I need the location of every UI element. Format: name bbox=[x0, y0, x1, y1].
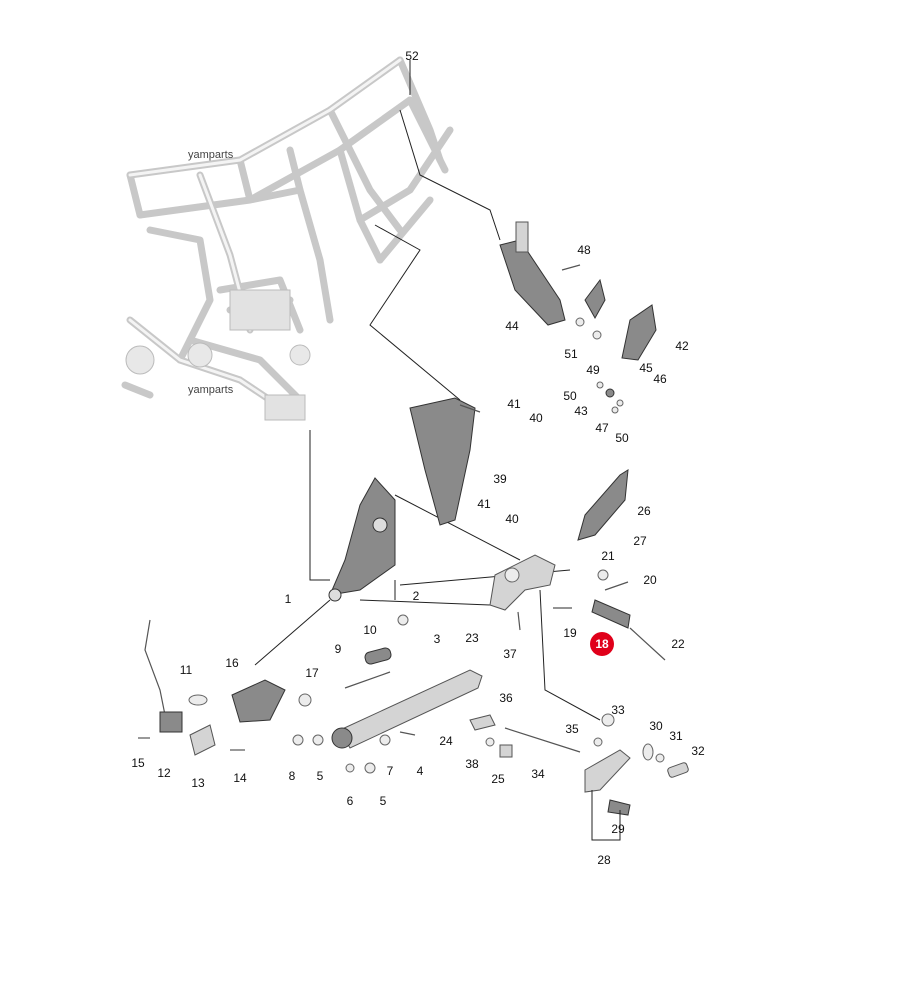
rear-footrest-bracket-44 bbox=[499, 221, 566, 326]
footrest-bracket-1 bbox=[328, 477, 396, 602]
callout-37: 37 bbox=[503, 647, 517, 661]
callout-29: 29 bbox=[611, 822, 625, 836]
rear-footrest-42 bbox=[621, 304, 657, 361]
callout-13: 13 bbox=[191, 776, 205, 790]
callout-4: 4 bbox=[417, 764, 424, 778]
callout-7: 7 bbox=[387, 764, 394, 778]
connection-lines bbox=[254, 60, 601, 721]
watermark: yamparts bbox=[188, 384, 234, 396]
callout-45: 45 bbox=[639, 361, 653, 375]
callout-28: 28 bbox=[597, 853, 611, 867]
callout-48: 48 bbox=[577, 243, 591, 257]
callout-34: 34 bbox=[531, 767, 545, 781]
spring-9-10 bbox=[344, 647, 392, 689]
callout-19: 19 bbox=[563, 626, 577, 640]
highlight-marker bbox=[590, 632, 614, 656]
shift-linkage-group bbox=[469, 713, 689, 841]
callout-5: 5 bbox=[317, 769, 324, 783]
callout-50: 50 bbox=[615, 431, 629, 445]
callout-30: 30 bbox=[649, 719, 663, 733]
callout-1: 1 bbox=[285, 592, 292, 606]
callout-41: 41 bbox=[507, 397, 521, 411]
callout-36: 36 bbox=[499, 691, 513, 705]
highlight-badge-18: 18 bbox=[590, 632, 614, 656]
callout-22: 22 bbox=[671, 637, 685, 651]
callout-51: 51 bbox=[564, 347, 578, 361]
callout-43: 43 bbox=[574, 404, 588, 418]
watermark: yamparts bbox=[188, 149, 234, 161]
callout-40: 40 bbox=[529, 411, 543, 425]
small-hardware-group-rear bbox=[561, 264, 624, 414]
callout-40: 40 bbox=[505, 512, 519, 526]
callout-23: 23 bbox=[465, 631, 479, 645]
callout-14: 14 bbox=[233, 771, 247, 785]
callout-25: 25 bbox=[491, 772, 505, 786]
callout-16: 16 bbox=[225, 656, 239, 670]
callout-39: 39 bbox=[493, 472, 507, 486]
callout-27: 27 bbox=[633, 534, 647, 548]
callout-44: 44 bbox=[505, 319, 519, 333]
callout-12: 12 bbox=[157, 766, 171, 780]
footrest-holder-23 bbox=[489, 554, 556, 611]
heel-guard-26 bbox=[577, 469, 629, 541]
small-hardware-group-front bbox=[292, 611, 521, 774]
callout-6: 6 bbox=[347, 794, 354, 808]
callout-41: 41 bbox=[477, 497, 491, 511]
sidestand-switch-group bbox=[138, 619, 312, 756]
callout-3: 3 bbox=[434, 632, 441, 646]
callout-50: 50 bbox=[563, 389, 577, 403]
callout-52: 52 bbox=[405, 49, 419, 63]
callout-8: 8 bbox=[289, 769, 296, 783]
heel-guard-39 bbox=[409, 397, 481, 526]
callout-21: 21 bbox=[601, 549, 615, 563]
callout-9: 9 bbox=[335, 642, 342, 656]
motorcycle-frame bbox=[121, 56, 454, 421]
callout-labels: 52 48 44 51 42 49 45 46 50 43 47 50 41 4… bbox=[131, 49, 705, 867]
callout-15: 15 bbox=[131, 756, 145, 770]
callout-2: 2 bbox=[413, 589, 420, 603]
callout-33: 33 bbox=[611, 703, 625, 717]
callout-11: 11 bbox=[180, 663, 193, 677]
callout-5: 5 bbox=[380, 794, 387, 808]
callout-31: 31 bbox=[669, 729, 683, 743]
pivot-plate-48 bbox=[584, 278, 606, 320]
callout-49: 49 bbox=[586, 363, 600, 377]
sidestand-3 bbox=[331, 669, 483, 749]
callout-38: 38 bbox=[465, 757, 479, 771]
callout-35: 35 bbox=[565, 722, 579, 736]
callout-20: 20 bbox=[643, 573, 657, 587]
callout-10: 10 bbox=[363, 623, 377, 637]
callout-47: 47 bbox=[595, 421, 609, 435]
callout-24: 24 bbox=[439, 734, 453, 748]
callout-32: 32 bbox=[691, 744, 705, 758]
callout-42: 42 bbox=[675, 339, 689, 353]
footrest-18 bbox=[553, 569, 666, 661]
callout-46: 46 bbox=[653, 372, 667, 386]
callout-18: 18 bbox=[595, 637, 609, 651]
callout-26: 26 bbox=[637, 504, 651, 518]
callout-17: 17 bbox=[305, 666, 319, 680]
